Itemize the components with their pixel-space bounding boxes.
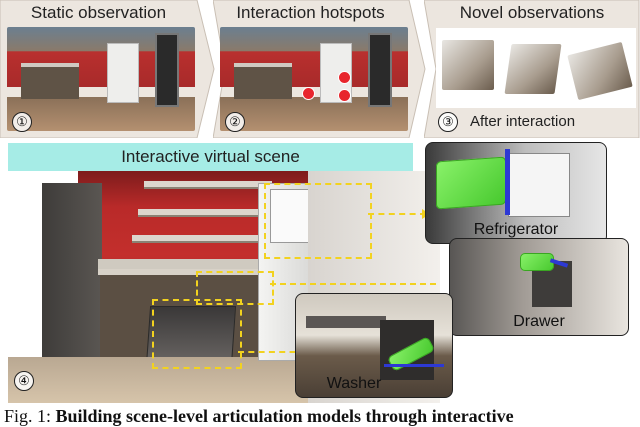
refrigerator-inset: Refrigerator	[425, 142, 607, 244]
stage-static-observation: Static observation ①	[0, 0, 215, 138]
washer-highlight-box	[152, 299, 242, 369]
hotspot-marker	[338, 71, 351, 84]
stage-interaction-hotspots: Interaction hotspots ②	[213, 0, 426, 138]
drawer-inset: Drawer	[449, 238, 629, 336]
stage-title: Interaction hotspots	[236, 3, 385, 22]
stage-title: Static observation	[30, 3, 167, 22]
figure-caption: Fig. 1: Building scene-level articulatio…	[4, 405, 640, 427]
stage-title: Novel observations	[459, 3, 605, 22]
washer-inset: Washer	[295, 293, 453, 398]
refrigerator-highlight-box	[264, 183, 372, 259]
step-number: ②	[225, 112, 245, 132]
step-number: ④	[14, 371, 34, 391]
inset-label: Refrigerator	[473, 221, 559, 238]
hotspot-marker	[302, 87, 315, 100]
stage-novel-observations: Novel observations ③ After interaction	[424, 0, 640, 138]
drawer-highlight-box	[196, 271, 274, 305]
caption-title: Building scene-level articulation models…	[55, 406, 514, 426]
inset-label: Washer	[326, 375, 382, 392]
refrigerator-door-part	[436, 156, 506, 210]
scene-banner: Interactive virtual scene	[8, 143, 413, 171]
refrigerator-arrow	[368, 213, 426, 215]
novel-observation-images	[436, 28, 636, 108]
hotspot-marker	[338, 89, 351, 102]
caption-prefix: Fig. 1:	[4, 406, 56, 426]
rotation-axis	[505, 149, 510, 215]
drawer-part	[520, 253, 554, 271]
rotation-axis	[384, 364, 444, 367]
hotspot-kitchen-image	[220, 27, 408, 131]
step-number: ③	[438, 112, 458, 132]
inset-label: Drawer	[513, 313, 565, 330]
step-number: ①	[12, 112, 32, 132]
static-kitchen-image	[7, 27, 195, 131]
after-interaction-label: After interaction	[470, 113, 576, 130]
drawer-arrow	[270, 283, 440, 285]
